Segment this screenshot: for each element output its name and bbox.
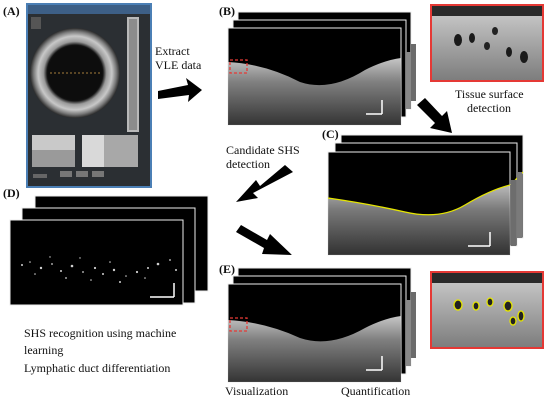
panel-label-b: (B) <box>219 4 235 18</box>
bscan-stack-b <box>227 11 416 126</box>
panel-label-c: (C) <box>322 127 339 141</box>
extract-caption-line-2: VLE data <box>155 58 202 72</box>
vle-viewer-window <box>26 3 152 188</box>
viewer-titlebar <box>28 5 150 14</box>
viewer-control-3 <box>92 171 104 177</box>
inset-tissue-zoom <box>430 4 544 82</box>
quantification-caption: Quantification <box>341 384 411 398</box>
recognition-caption-line-3: Lymphatic duct differentiation <box>24 361 171 375</box>
viewer-side-panel <box>31 17 41 29</box>
arrow-a-to-b <box>158 78 202 102</box>
panel-label-e: (E) <box>219 262 235 276</box>
candidate-caption-line-2: detection <box>226 157 270 171</box>
panel-label-d: (D) <box>3 186 20 200</box>
recognition-caption-line-1: SHS recognition using machine <box>24 326 177 340</box>
tissue-layer-b <box>228 58 401 125</box>
viewer-control-1 <box>60 171 72 177</box>
surface-detection-line <box>327 184 511 216</box>
panel-label-a: (A) <box>3 4 20 18</box>
candidate-shs-stack <box>9 195 209 306</box>
viewer-control-2 <box>76 171 88 177</box>
tissue-caption-line-2: detection <box>467 101 511 115</box>
inset-shs-detection <box>430 271 544 349</box>
arrow-c-to-d <box>236 165 293 202</box>
candidate-caption-line-1: Candidate SHS <box>226 143 300 157</box>
visualization-caption: Visualization <box>225 384 289 398</box>
extract-caption-line-1: Extract <box>155 44 190 58</box>
bscan-stack-c <box>327 134 524 256</box>
recognition-caption-line-2: learning <box>24 343 64 357</box>
bscan-stack-e <box>227 267 416 383</box>
arrow-d-to-e <box>236 225 292 255</box>
tissue-caption-line-1: Tissue surface <box>455 87 524 101</box>
dark-spot <box>454 34 462 46</box>
arrow-b-to-c <box>417 98 452 133</box>
